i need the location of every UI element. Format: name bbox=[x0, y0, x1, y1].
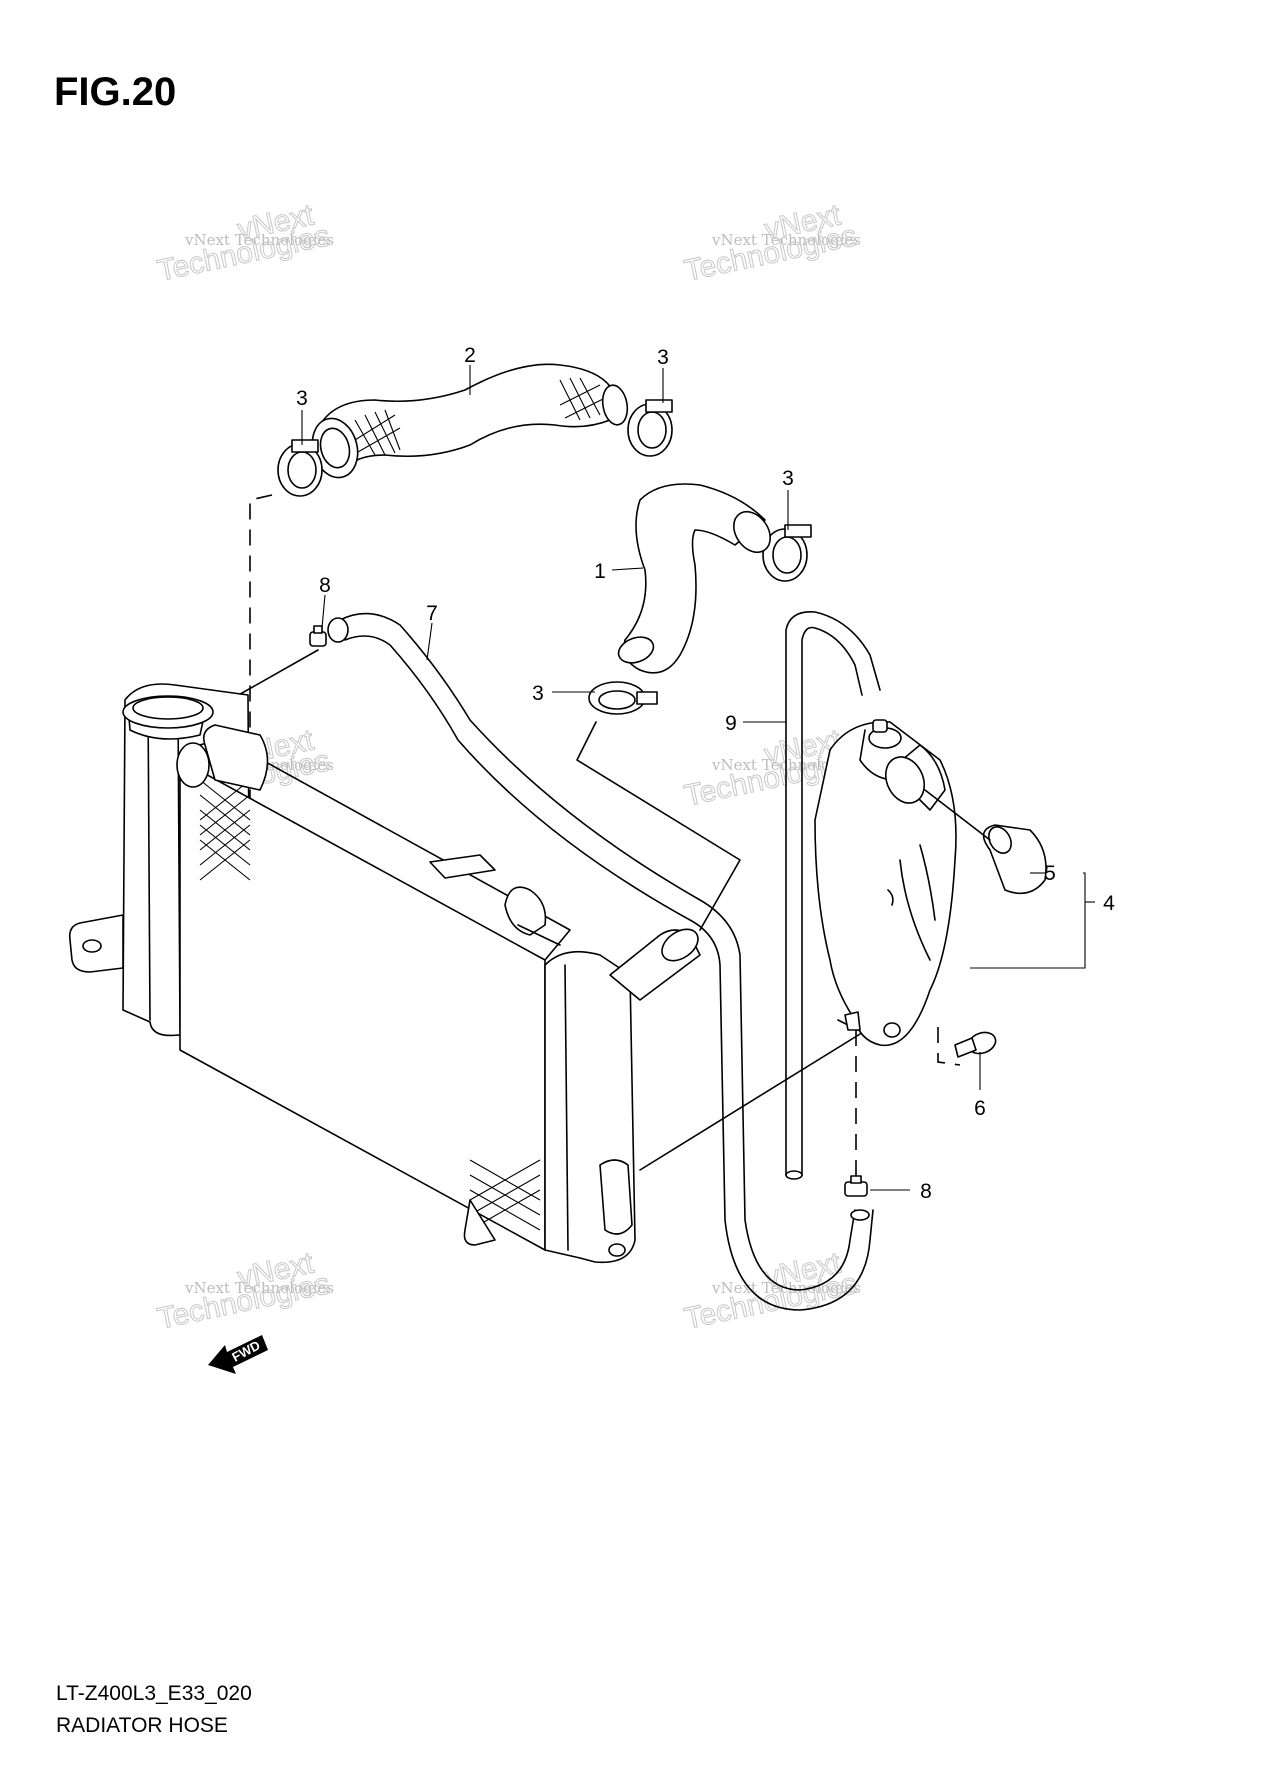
callout-3: 3 bbox=[296, 387, 308, 410]
figure-title: FIG.20 bbox=[54, 70, 177, 114]
callout-1: 1 bbox=[594, 560, 606, 583]
clamps-3 bbox=[277, 399, 812, 715]
callout-2: 2 bbox=[464, 344, 476, 367]
hose-9 bbox=[785, 611, 881, 1180]
callout-5: 5 bbox=[1044, 862, 1056, 885]
callouts: 2 3 3 3 1 8 7 3 9 5 4 6 8 bbox=[296, 344, 1115, 1203]
callout-4: 4 bbox=[1103, 892, 1115, 915]
callout-8: 8 bbox=[920, 1180, 932, 1203]
callout-3: 3 bbox=[782, 467, 794, 490]
bolt-6 bbox=[954, 1031, 997, 1058]
fwd-arrow: FWD bbox=[208, 1335, 268, 1374]
clamp bbox=[277, 439, 323, 497]
watermark: vNext Technologies Technologies vNext bbox=[154, 1246, 334, 1336]
hose-7 bbox=[327, 612, 874, 1311]
clamp bbox=[627, 399, 673, 457]
callout-8: 8 bbox=[319, 574, 331, 597]
callout-9: 9 bbox=[725, 712, 737, 735]
hose-1 bbox=[617, 483, 771, 674]
clamp bbox=[588, 681, 658, 715]
model-code: LT-Z400L3_E33_020 bbox=[56, 1682, 252, 1705]
callout-3: 3 bbox=[532, 682, 544, 705]
watermark-text: vNext Technologies bbox=[711, 231, 861, 249]
watermark-text: vNext Technologies bbox=[184, 1279, 334, 1297]
reservoir-tank-4 bbox=[814, 719, 957, 1047]
callout-3: 3 bbox=[657, 346, 669, 369]
watermark: vNext Technologies Technologies vNext bbox=[681, 198, 861, 288]
watermark: vNext Technologies Technologies vNext bbox=[154, 198, 334, 288]
clamps-8 bbox=[309, 625, 870, 1221]
callout-leaders bbox=[301, 365, 1095, 1191]
clamp bbox=[309, 625, 327, 647]
cap-5 bbox=[924, 789, 1047, 895]
core-mesh bbox=[199, 779, 541, 1231]
diagram-name: RADIATOR HOSE bbox=[56, 1714, 228, 1737]
radiator bbox=[68, 683, 701, 1264]
watermark-text: vNext Technologies bbox=[184, 231, 334, 249]
hose-2 bbox=[311, 363, 629, 479]
callout-7: 7 bbox=[426, 602, 438, 625]
watermark: vNext Technologies Technologies vNext bbox=[681, 1246, 861, 1336]
clamp bbox=[844, 1175, 868, 1197]
callout-6: 6 bbox=[974, 1097, 986, 1120]
clamp bbox=[762, 524, 812, 582]
